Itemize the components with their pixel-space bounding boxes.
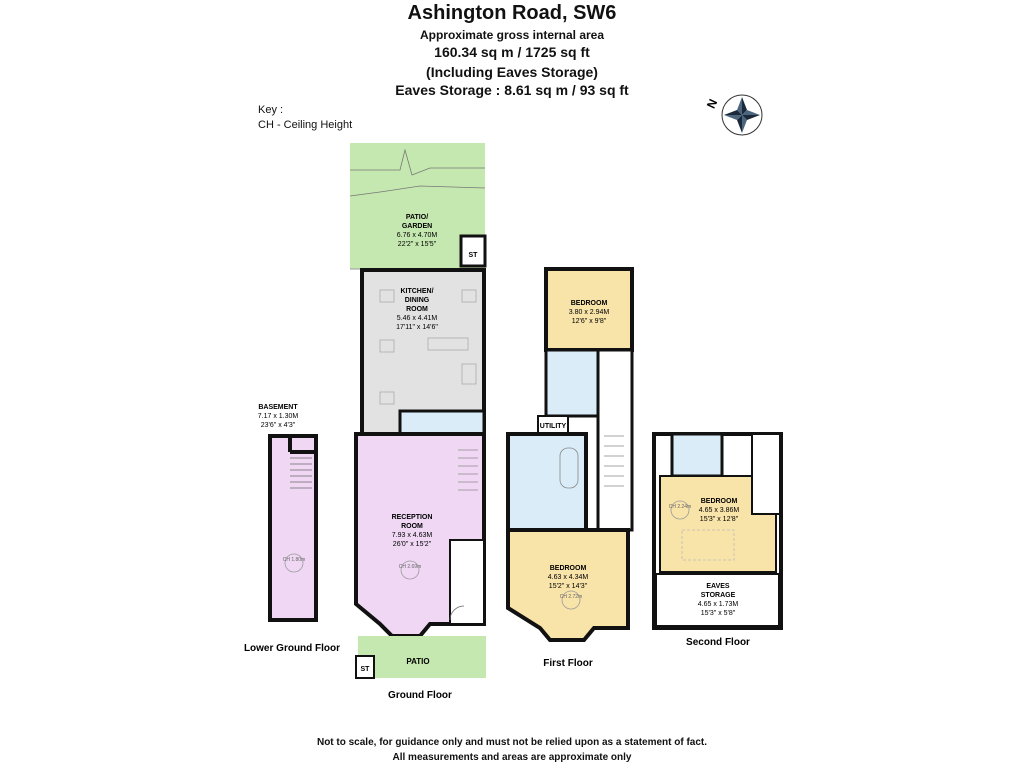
store-top xyxy=(459,234,487,268)
second-floor-label: Second Floor xyxy=(686,637,750,648)
key-title: Key : xyxy=(258,104,284,116)
bedroom-second-ch: CH 2.24m xyxy=(669,504,692,510)
bedroom-bottom-ch: CH 2.72m xyxy=(560,594,583,600)
second-stairs xyxy=(751,433,781,515)
ground-floor-label: Ground Floor xyxy=(388,690,452,701)
eaves-area: Eaves Storage : 8.61 sq m / 93 sq ft xyxy=(395,82,629,98)
bedroom-second-name: BEDROOM xyxy=(701,498,738,505)
store-top-label: ST xyxy=(469,252,479,259)
page-title: Ashington Road, SW6 xyxy=(407,2,617,24)
compass-north-label: N xyxy=(704,97,720,111)
bedroom-second-m: 4.65 x 3.86M xyxy=(699,507,740,514)
lower-ground-floor-label: Lower Ground Floor xyxy=(244,643,340,654)
compass-rose-icon: N xyxy=(704,94,763,136)
eaves-m: 4.65 x 1.73M xyxy=(698,601,739,608)
garden-name1: PATIO/ xyxy=(406,214,428,221)
second-bathroom xyxy=(670,432,724,478)
basement-m: 7.17 x 1.30M xyxy=(258,413,299,420)
kitchen-ft: 17'11" x 14'6" xyxy=(396,324,438,331)
bedroom-bottom-ft: 15'2" x 14'3" xyxy=(549,583,588,590)
bedroom-top-name: BEDROOM xyxy=(571,300,608,307)
patio-label: PATIO xyxy=(406,657,429,666)
store-bottom xyxy=(355,655,375,679)
basement-name: BASEMENT xyxy=(258,404,298,411)
bedroom-top-m: 3.80 x 2.94M xyxy=(569,309,610,316)
first-shower-room xyxy=(544,348,600,418)
reception-name1: RECEPTION xyxy=(392,514,433,521)
kitchen-name3: ROOM xyxy=(406,306,428,313)
garden-name2: GARDEN xyxy=(402,223,432,230)
reception-ch: CH 2.69m xyxy=(399,564,422,570)
lower-ground-floor: CH 1.80m BASEMENT 7.17 x 1.30M 23'6" x 4… xyxy=(244,404,340,654)
kitchen-m: 5.46 x 4.41M xyxy=(397,315,438,322)
first-landing xyxy=(596,348,634,532)
disclaimer-line2: All measurements and areas are approxima… xyxy=(392,752,632,763)
store-bottom-label: ST xyxy=(361,666,371,673)
eaves-name2: STORAGE xyxy=(701,592,736,599)
first-bathroom xyxy=(506,432,588,532)
eaves-storage xyxy=(655,573,780,627)
second-floor: CH 2.24m BEDROOM 4.65 x 3.86M 15'3" x 12… xyxy=(652,432,783,648)
kitchen-name1: KITCHEN/ xyxy=(400,288,433,295)
reception-m: 7.93 x 4.63M xyxy=(392,532,433,539)
reception-name2: ROOM xyxy=(401,523,423,530)
bedroom-first-top xyxy=(544,267,634,352)
eaves-ft: 15'3" x 5'8" xyxy=(701,610,736,617)
ground-wc xyxy=(398,409,486,436)
area-note: (Including Eaves Storage) xyxy=(426,64,598,80)
garden-m: 6.76 x 4.70M xyxy=(397,232,438,239)
reception-ft: 26'0" x 15'2" xyxy=(393,541,432,548)
basement-ft: 23'6" x 4'3" xyxy=(261,422,296,429)
kitchen-name2: DINING xyxy=(405,297,430,304)
garden-ft: 22'2" x 15'5" xyxy=(398,241,437,248)
bedroom-bottom-m: 4.63 x 4.34M xyxy=(548,574,589,581)
eaves-name1: EAVES xyxy=(706,583,730,590)
bedroom-second xyxy=(659,475,777,573)
bedroom-second-ft: 15'3" x 12'8" xyxy=(700,516,739,523)
bedroom-bottom-name: BEDROOM xyxy=(550,565,587,572)
first-floor: BEDROOM 3.80 x 2.94M 12'6" x 9'8" UTILIT… xyxy=(506,267,634,669)
front-patio xyxy=(358,636,486,678)
ground-floor: ST PATIO/ GARDEN 6.76 x 4.70M 22'2" x 15… xyxy=(349,143,487,701)
total-area: 160.34 sq m / 1725 sq ft xyxy=(434,44,590,60)
key-item: CH - Ceiling Height xyxy=(258,119,353,131)
area-subtitle: Approximate gross internal area xyxy=(419,28,605,42)
first-floor-label: First Floor xyxy=(543,658,593,669)
basement-ch: CH 1.80m xyxy=(283,557,306,563)
bedroom-first-bottom xyxy=(506,528,630,642)
bedroom-top-ft: 12'6" x 9'8" xyxy=(572,318,607,325)
hall xyxy=(449,539,485,625)
disclaimer-line1: Not to scale, for guidance only and must… xyxy=(316,737,708,748)
utility-label: UTILITY xyxy=(540,423,567,430)
